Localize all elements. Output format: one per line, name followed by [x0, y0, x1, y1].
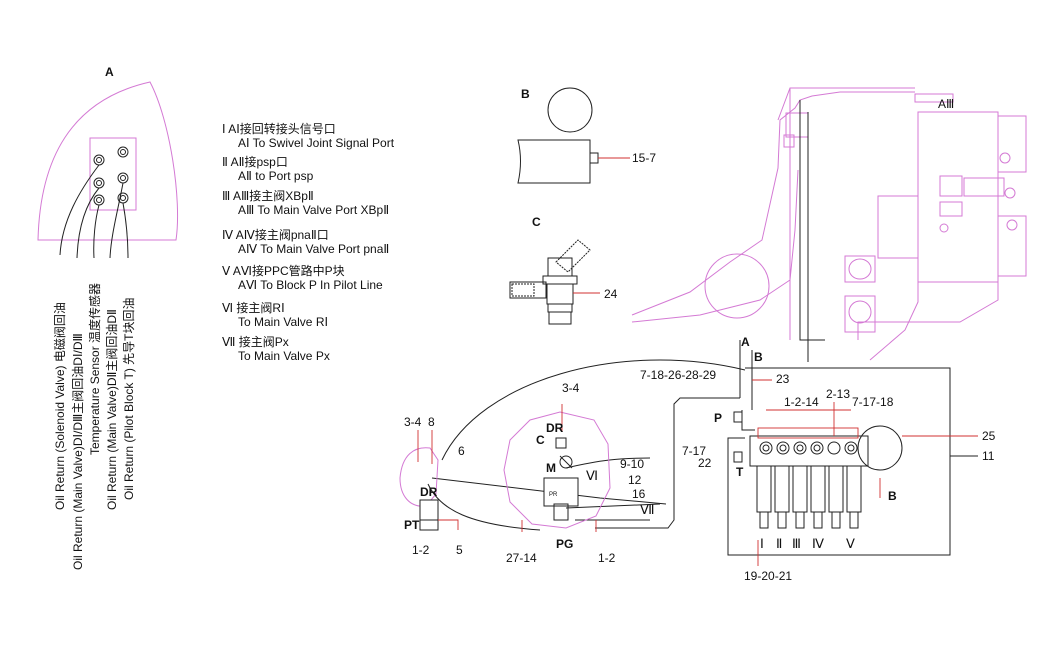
view-c: C 24 [509, 215, 618, 325]
p-port-fitting [733, 411, 743, 423]
t-port-fitting [733, 451, 743, 463]
callout-7-17: 7-17 [682, 444, 706, 458]
callout-5: 5 [456, 543, 463, 557]
legend-2-cn: Ⅱ AⅡ接psp口 [222, 154, 288, 169]
vlabel-4: Oil Return (Main Valve)DⅡ主阀回油DⅡ [105, 309, 119, 510]
callout-dr-top: DR [546, 421, 564, 435]
callout-7-17-18: 7-17-18 [852, 395, 894, 409]
legend-6-en: To Main Valve RⅠ [238, 315, 328, 329]
view-b-tank [547, 87, 593, 133]
block-roman-1: Ⅰ [760, 536, 764, 551]
legend-5-cn: Ⅴ AⅥ接PPC管路中P块 [222, 263, 345, 278]
legend-6-cn: Ⅵ 接主阀RⅠ [222, 300, 285, 315]
vlabel-2: Oil Return (Main Valve)DⅠ/DⅢ主阀回油DⅠ/DⅢ [71, 333, 85, 570]
block-ports [759, 441, 858, 455]
callout-24: 24 [604, 287, 618, 301]
callout-dr-left: DR [420, 485, 438, 499]
legend: Ⅰ AⅠ接回转接头信号口 AⅠ To Swivel Joint Signal P… [222, 121, 395, 363]
view-b-body [517, 139, 591, 184]
callout-m-mark: M [546, 461, 556, 475]
legend-4-en: AⅣ To Main Valve Port pnaⅡ [238, 242, 389, 256]
motor-port-lower [844, 295, 876, 333]
block-roman-2: Ⅱ [776, 536, 782, 551]
pump-body [543, 477, 579, 507]
callout-t-port: T [736, 465, 744, 479]
machine-structure: AⅢ [631, 87, 1027, 361]
view-a-fittings [93, 146, 129, 206]
callout-b-arrow-2: B [888, 489, 897, 503]
callout-22: 22 [698, 456, 712, 470]
view-a: A Oil Return (Solenoid Valve) 电磁阀回油 Oil … [37, 65, 179, 570]
left-motor [399, 430, 459, 531]
callout-27-14: 27-14 [506, 551, 537, 565]
callouts: A B 7-18-26-28-29 23 2-13 1-2-14 7-17-18… [404, 335, 996, 583]
legend-7-cn: Ⅶ 接主阀Px [222, 334, 289, 349]
view-a-hoses [59, 164, 129, 259]
callout-3-4: 3-4 [562, 381, 580, 395]
view-a-title: A [105, 65, 114, 79]
left-motor-fitting [419, 499, 439, 521]
callout-16: 16 [632, 487, 646, 501]
view-c-fitting [509, 239, 591, 325]
legend-5-en: AⅥ To Block P In Pilot Line [238, 278, 383, 292]
vlabel-3: Temperature Sensor 温度传感器 [87, 283, 102, 455]
view-b: B 15-7 [517, 87, 656, 184]
vlabel-5: Oil Return (Pilot Block T) 先导T块回油 [122, 298, 136, 500]
callout-pg: PG [556, 537, 573, 551]
legend-3-cn: Ⅲ AⅢ接主阀XBpⅡ [222, 188, 314, 203]
main-valve [917, 111, 999, 283]
callout-3-4-left: 3-4 [404, 415, 422, 429]
left-motor-body [399, 447, 439, 507]
legend-1-cn: Ⅰ AⅠ接回转接头信号口 [222, 121, 336, 136]
view-b-title: B [521, 87, 530, 101]
solenoids [756, 465, 862, 529]
callout-b-arrow: B [754, 350, 763, 364]
callout-1-2-a: 1-2 [412, 543, 430, 557]
pump-flange [503, 411, 611, 529]
callout-8: 8 [428, 415, 435, 429]
accumulator [857, 425, 903, 471]
callout-pt: PT [404, 518, 420, 532]
legend-3-en: AⅢ To Main Valve Port XBpⅡ [238, 203, 389, 217]
motor-port-upper [844, 255, 876, 283]
callout-25: 25 [982, 429, 996, 443]
callout-12: 12 [628, 473, 642, 487]
callout-7-18: 7-18-26-28-29 [640, 368, 716, 382]
pilot-block: Ⅰ Ⅱ Ⅲ Ⅳ Ⅴ [733, 411, 903, 551]
callout-2-13: 2-13 [826, 387, 850, 401]
hose-lines [427, 100, 951, 556]
legend-1-en: AⅠ To Swivel Joint Signal Port [238, 136, 395, 150]
callout-c-mark: C [536, 433, 545, 447]
callout-1-2-b: 1-2 [598, 551, 616, 565]
callout-15-7: 15-7 [632, 151, 656, 165]
legend-4-cn: Ⅳ AⅣ接主阀pnaⅡ口 [222, 227, 329, 242]
callout-19-20-21: 19-20-21 [744, 569, 792, 583]
vlabel-1: Oil Return (Solenoid Valve) 电磁阀回油 [52, 302, 67, 510]
block-roman-4: Ⅳ [812, 536, 824, 551]
legend-2-en: AⅡ to Port psp [238, 169, 314, 183]
callout-23: 23 [776, 372, 790, 386]
vertical-labels: Oil Return (Solenoid Valve) 电磁阀回油 Oil Re… [52, 283, 136, 570]
svg-text:PR: PR [549, 492, 558, 498]
callout-vii-mark: Ⅶ [640, 502, 655, 517]
callout-a-arrow: A [741, 335, 750, 349]
callout-6: 6 [458, 444, 465, 458]
callout-1-2-14: 1-2-14 [784, 395, 819, 409]
callout-p-port: P [714, 411, 722, 425]
pilot-block-body [749, 435, 869, 467]
pump: PR [503, 404, 611, 532]
view-b-port [589, 152, 599, 164]
callout-9-10: 9-10 [620, 457, 644, 471]
view-a-plate [89, 137, 137, 211]
legend-7-en: To Main Valve Px [238, 349, 330, 363]
block-roman-3: Ⅲ [792, 536, 801, 551]
swing-bearing [704, 253, 770, 319]
block-roman-5: Ⅴ [846, 536, 855, 551]
view-c-title: C [532, 215, 541, 229]
callout-aiii: AⅢ [938, 97, 954, 111]
view-a-outline [37, 81, 179, 241]
callout-11: 11 [982, 449, 995, 463]
callout-vi-mark: Ⅵ [586, 468, 598, 483]
